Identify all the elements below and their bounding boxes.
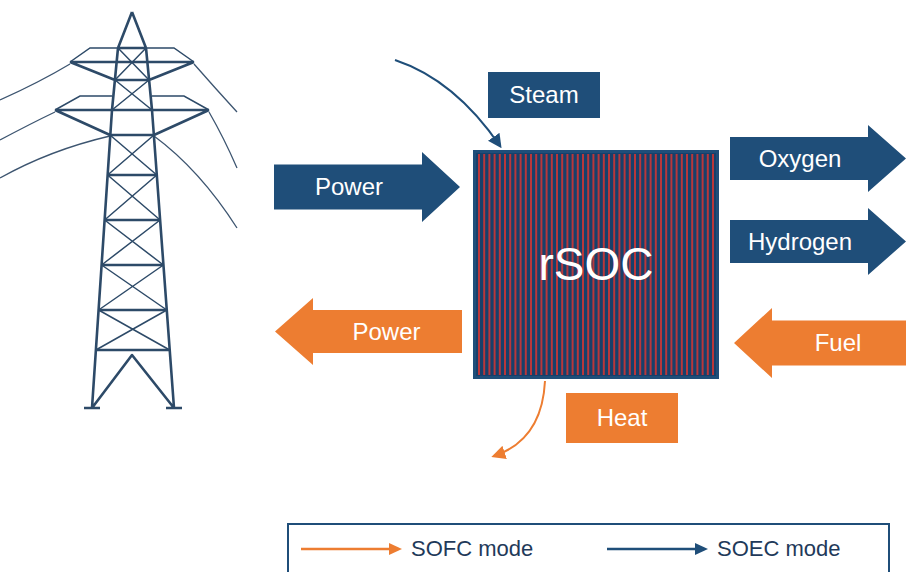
legend-sample-arrow — [607, 539, 709, 559]
legend-text: SOFC mode — [411, 536, 533, 562]
legend-sample-head — [389, 543, 402, 555]
product-arrow: Hydrogen — [730, 208, 906, 275]
cell-stripe — [530, 154, 532, 375]
heat-outflow-arrow — [494, 381, 545, 456]
cell-stripe — [504, 154, 506, 375]
legend-sample-line — [301, 548, 391, 551]
legend-text: SOEC mode — [717, 536, 841, 562]
legend-sample-arrow — [301, 539, 403, 559]
block-arrow — [730, 208, 906, 275]
cell-stripe — [520, 154, 522, 375]
cell-stripe — [494, 154, 496, 375]
power-input-arrow: Power — [274, 152, 460, 222]
cell-stripe — [499, 154, 501, 375]
cell-stripe — [488, 154, 490, 375]
stack-body — [475, 152, 718, 378]
block-arrow — [275, 298, 462, 365]
flow-label: Heat — [597, 404, 648, 432]
flow-label: Power — [315, 173, 383, 201]
cell-stripe — [702, 154, 704, 375]
cell-stripe — [514, 154, 516, 375]
legend-sample-head — [695, 543, 708, 555]
block-arrow — [734, 308, 906, 378]
cell-stripe — [483, 154, 485, 375]
power-output-arrow: Power — [275, 298, 462, 365]
cell-stripe — [660, 154, 662, 375]
cell-stripe — [676, 154, 678, 375]
block-arrow — [730, 125, 906, 192]
cell-stripe — [655, 154, 657, 375]
cell-stripe — [696, 154, 698, 375]
legend-entry: SOFC mode — [301, 535, 533, 563]
legend-entry: SOEC mode — [607, 535, 841, 563]
steam-inflow-arrow — [395, 60, 500, 146]
cell-stripe — [478, 154, 480, 375]
flow-label: Steam — [509, 81, 578, 109]
power-line-wires — [0, 64, 237, 228]
cell-stripe — [712, 154, 714, 375]
cell-stripe — [525, 154, 527, 375]
input-label-box: Steam — [488, 72, 600, 118]
output-label-box: Heat — [566, 393, 678, 443]
tower-bracing — [55, 48, 209, 350]
legend-box: SOFC mode SOEC mode — [287, 523, 890, 572]
cell-stripe — [665, 154, 667, 375]
stack-border — [475, 152, 718, 378]
cell-stripe — [509, 154, 511, 375]
legend-sample-line — [607, 548, 697, 551]
flow-label: Fuel — [815, 329, 862, 357]
cell-stripe — [686, 154, 688, 375]
flow-label: Oxygen — [759, 145, 842, 173]
cell-stripe — [681, 154, 683, 375]
cell-stripe — [535, 154, 537, 375]
flow-label: Hydrogen — [748, 228, 852, 256]
flow-label: Power — [352, 318, 420, 346]
transmission-tower — [55, 12, 209, 408]
block-arrow — [274, 152, 460, 222]
cell-stripe — [670, 154, 672, 375]
cell-stripe — [691, 154, 693, 375]
fuel-input-arrow: Fuel — [734, 308, 906, 378]
product-arrow: Oxygen — [730, 125, 906, 192]
rsoc-stack: rSOC — [473, 150, 719, 379]
stack-label: rSOC — [539, 238, 654, 291]
cell-stripe — [707, 154, 709, 375]
